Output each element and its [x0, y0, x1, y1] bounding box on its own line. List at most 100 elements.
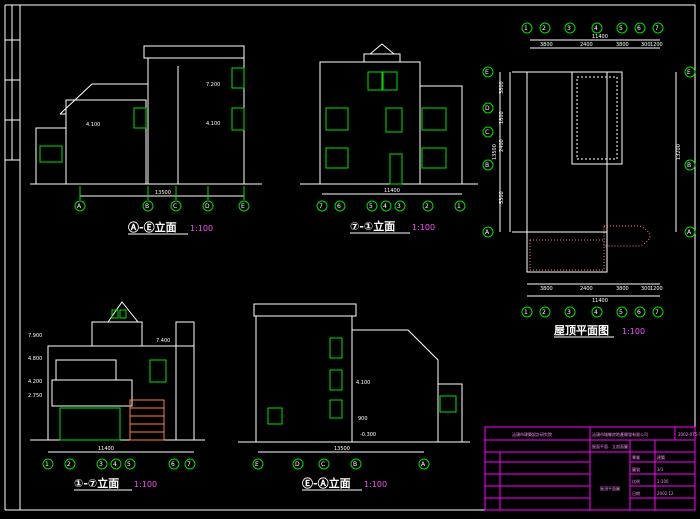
axis-bottom-2: 2	[542, 309, 546, 316]
axis-7: 7	[319, 203, 323, 210]
dim-top-4: 300	[641, 42, 651, 48]
axis-bottom-4: 4	[594, 309, 598, 316]
axis-c: C	[173, 203, 177, 210]
dim-bottom-total: 11400	[592, 298, 608, 304]
axis-a: A	[77, 203, 82, 210]
elevation-a-e: 7.200 4.100 4.100 13500 A B C D E Ⓐ-Ⓔ立面 …	[30, 45, 262, 235]
dim-left-3: 2400	[499, 139, 505, 152]
axis-side-c: C	[485, 129, 489, 136]
roof-plan: 11400 3800 2400 3800 300 1200 1 2 3 4 5 …	[482, 22, 696, 338]
tb-value-date: 2002.12	[657, 491, 674, 496]
level-900: 900	[358, 416, 368, 422]
dim-right-total: 13200	[676, 144, 682, 160]
dim-total: 13500	[155, 190, 171, 196]
axis-1: 1	[457, 203, 461, 210]
axis-bottom-1: 1	[524, 309, 528, 316]
dim-total: 11400	[98, 446, 114, 452]
axis-d: D	[205, 203, 210, 210]
axis-3: 3	[99, 461, 103, 468]
dim-top-3: 3800	[616, 42, 629, 48]
level-4800: 4.800	[28, 356, 42, 362]
axis-6: 6	[171, 461, 175, 468]
axis-side-e-right: E	[687, 69, 691, 76]
view-scale: 1:100	[364, 480, 387, 489]
dim-total: 13500	[334, 446, 350, 452]
view-scale: 1:100	[622, 327, 645, 336]
tb-org: 汕頭市建築設計研究院	[512, 431, 552, 437]
axis-side-d: D	[485, 105, 490, 112]
dim-left-4: 5300	[499, 191, 505, 204]
axis-a: A	[421, 461, 426, 468]
view-scale: 1:100	[134, 480, 157, 489]
axis-b: B	[353, 461, 357, 468]
title-block: 汕頭市建築設計研究院 汕頭市城鄉房地產開發有限公司 2002-075-11 屋面…	[484, 426, 700, 511]
dim-bottom-3: 3800	[616, 286, 629, 292]
axis-top-5: 5	[619, 25, 623, 32]
axis-top-3: 3	[567, 25, 571, 32]
axis-bottom-5: 5	[619, 309, 623, 316]
axis-e: E	[255, 461, 259, 468]
tb-label-5: 日期	[632, 490, 640, 496]
roof-hatch	[529, 239, 605, 271]
axis-5: 5	[369, 203, 373, 210]
axis-4: 4	[113, 461, 117, 468]
tb-drawing-no: 2002-075-11	[678, 432, 700, 437]
axis-1: 1	[45, 461, 49, 468]
dim-top-5: 1200	[650, 42, 663, 48]
level-4100: 4.100	[356, 380, 370, 386]
dim-top-1: 3800	[540, 42, 553, 48]
axis-side-e: E	[485, 69, 489, 76]
axis-top-6: 6	[637, 25, 641, 32]
tb-label-3: 圖號	[632, 466, 640, 472]
axis-2: 2	[425, 203, 429, 210]
tb-project: 屋面平面．立剖面圖	[592, 443, 628, 449]
axis-c: C	[321, 461, 325, 468]
level-2750: 2.750	[28, 393, 42, 399]
axis-side-b-right: B	[687, 162, 691, 169]
axis-2: 2	[67, 461, 71, 468]
dim-total: 11400	[384, 188, 400, 194]
level-4100-left: 4.100	[86, 122, 100, 128]
level-minus-300: -0.300	[360, 432, 376, 438]
axis-4: 4	[383, 203, 387, 210]
axis-top-7: 7	[655, 25, 659, 32]
dim-bottom-5: 1200	[650, 286, 663, 292]
view-title: Ⓐ-Ⓔ立面	[128, 220, 177, 234]
axis-top-4: 4	[594, 25, 598, 32]
axis-5: 5	[127, 461, 131, 468]
level-7200: 7.200	[206, 82, 220, 88]
axis-d: D	[295, 461, 300, 468]
view-title: ⑦-①立面	[350, 219, 395, 233]
view-title: Ⓔ-Ⓐ立面	[302, 476, 351, 490]
dim-bottom-4: 300	[641, 286, 651, 292]
dim-top-2: 2400	[580, 42, 593, 48]
dim-left-2: 1800	[499, 111, 505, 124]
axis-side-b: B	[485, 162, 489, 169]
level-4200: 4.200	[28, 379, 42, 385]
axis-3: 3	[397, 203, 401, 210]
view-scale: 1:100	[190, 224, 213, 233]
level-7400: 7.400	[156, 338, 170, 344]
view-title: 屋顶平面图	[554, 324, 609, 337]
tb-value-scale: 1:100	[657, 479, 669, 484]
dim-left-total: 13500	[492, 144, 498, 160]
axis-b: B	[145, 203, 149, 210]
drawing-border	[19, 4, 696, 511]
axis-bottom-6: 6	[637, 309, 641, 316]
tb-label-2: 建築	[657, 454, 665, 460]
dim-bottom-2: 2400	[580, 286, 593, 292]
view-title: ①-⑦立面	[74, 476, 119, 490]
axis-side-a: A	[485, 229, 490, 236]
dim-top-total: 11400	[592, 34, 608, 40]
elevation-1-7: 7.900 4.800 4.200 2.750 7.400 11400 1 2 …	[28, 301, 205, 491]
elevation-e-a: 4.100 900 -0.300 13500 E D C B A Ⓔ-Ⓐ立面 1…	[238, 303, 470, 491]
tb-value-sheet: 3/1	[657, 467, 664, 472]
axis-side-a-right: A	[687, 229, 692, 236]
dim-left-1: 3800	[499, 81, 505, 94]
dim-bottom-1: 3800	[540, 286, 553, 292]
level-7900: 7.900	[28, 333, 42, 339]
axis-top-2: 2	[542, 25, 546, 32]
axis-7: 7	[187, 461, 191, 468]
